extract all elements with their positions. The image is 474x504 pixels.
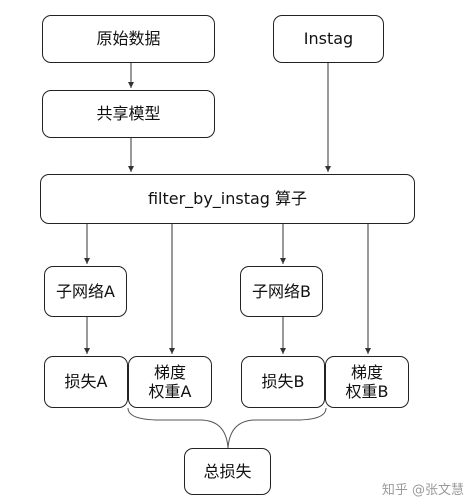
shared-model-label: 共享模型 (96, 104, 161, 124)
raw-data-node: 原始数据 (42, 15, 215, 63)
subnet-b-node: 子网络B (240, 266, 323, 317)
loss-a-label: 损失A (64, 372, 108, 392)
grad-a-line1: 梯度 (153, 362, 186, 382)
raw-data-label: 原始数据 (96, 29, 161, 49)
loss-b-node: 损失B (241, 356, 325, 408)
grad-weight-b-node: 梯度 权重B (325, 356, 409, 408)
grad-a-line2: 权重A (148, 382, 192, 401)
instag-label: Instag (303, 29, 354, 49)
grad-b-line2: 权重B (345, 382, 389, 401)
operator-node: filter_by_instag 算子 (40, 174, 415, 224)
operator-label: filter_by_instag 算子 (147, 189, 308, 209)
loss-a-node: 损失A (44, 356, 128, 408)
subnet-a-node: 子网络A (44, 266, 127, 317)
grad-b-line1: 梯度 (350, 362, 383, 382)
total-loss-node: 总损失 (184, 448, 271, 495)
brace-to-total-loss (127, 407, 327, 449)
watermark: 知乎 @张文慧 (381, 483, 464, 498)
loss-b-label: 损失B (261, 372, 305, 392)
shared-model-node: 共享模型 (42, 90, 215, 138)
total-loss-label: 总损失 (203, 461, 252, 481)
instag-node: Instag (273, 15, 384, 63)
subnet-a-label: 子网络A (56, 281, 115, 301)
grad-weight-a-node: 梯度 权重A (128, 356, 212, 408)
subnet-b-label: 子网络B (252, 281, 311, 301)
